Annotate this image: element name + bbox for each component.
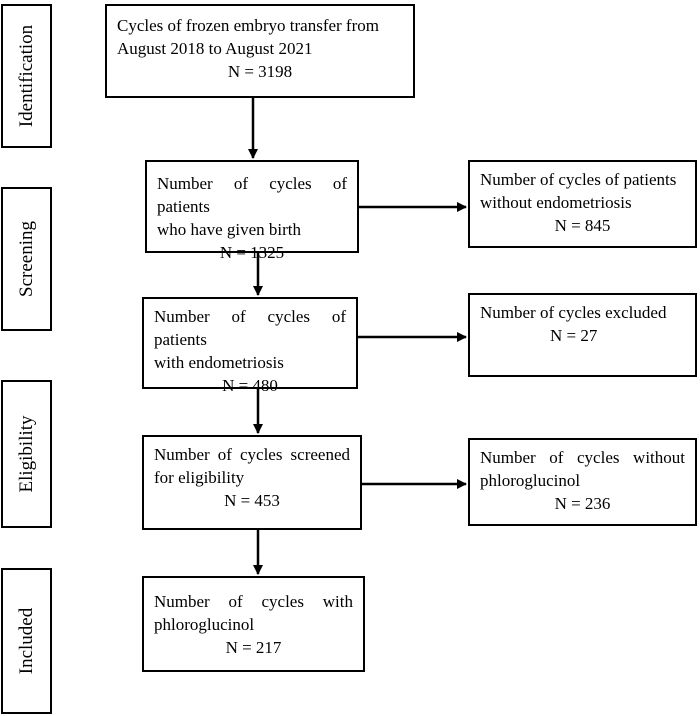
box-with-endo-line1: Number of cycles of patients — [154, 307, 346, 349]
stage-included: Included — [1, 568, 52, 714]
box-with-endo-line2: with endometriosis — [154, 353, 284, 372]
box-with-phloroglucinol: Number of cycles with phloroglucinol N =… — [142, 576, 365, 672]
box-given-birth-line1: Number of cycles of patients — [157, 174, 347, 216]
box-excluded-line1: Number of cycles excluded — [480, 303, 667, 322]
box-total-line1: Cycles of frozen embryo transfer from — [117, 16, 379, 35]
box-without-endo-n: N = 845 — [554, 216, 611, 235]
box-screened-eligibility: Number of cycles screened for eligibilit… — [142, 435, 362, 530]
box-with-endo-n: N = 480 — [222, 376, 278, 395]
box-given-birth-n: N = 1325 — [219, 243, 285, 262]
box-with-phloro-line1: Number of cycles with — [154, 592, 353, 611]
box-screened-line1: Number of cycles screened — [154, 445, 350, 464]
box-screened-n: N = 453 — [224, 491, 280, 510]
box-with-phloro-line2: phloroglucinol — [154, 615, 255, 634]
box-excluded: Number of cycles excluded N = 27 — [468, 293, 697, 377]
box-with-phloro-n: N = 217 — [225, 638, 282, 657]
box-without-endometriosis: Number of cycles of patients without end… — [468, 160, 697, 248]
box-without-phloroglucinol: Number of cycles without phloroglucinol … — [468, 438, 697, 526]
box-given-birth-line2: who have given birth — [157, 220, 301, 239]
box-total-cycles: Cycles of frozen embryo transfer from Au… — [105, 4, 415, 98]
box-without-phloro-line2: phloroglucinol — [480, 471, 581, 490]
box-screened-line2: for eligibility — [154, 468, 245, 487]
stage-screening: Screening — [1, 187, 52, 331]
box-without-endo-line1: Number of cycles of patients — [480, 170, 677, 189]
stage-eligibility: Eligibility — [1, 380, 52, 528]
box-without-phloro-n: N = 236 — [554, 494, 611, 513]
box-without-endo-line2: without endometriosis — [480, 193, 632, 212]
box-without-phloro-line1: Number of cycles without — [480, 448, 685, 467]
box-given-birth: Number of cycles of patients who have gi… — [145, 160, 359, 262]
box-total-line2: August 2018 to August 2021 — [117, 39, 313, 58]
stage-identification: Identification — [1, 4, 52, 148]
box-with-endometriosis: Number of cycles of patients with endome… — [142, 297, 358, 395]
box-excluded-n: N = 27 — [550, 326, 598, 345]
box-total-n: N = 3198 — [227, 62, 293, 81]
